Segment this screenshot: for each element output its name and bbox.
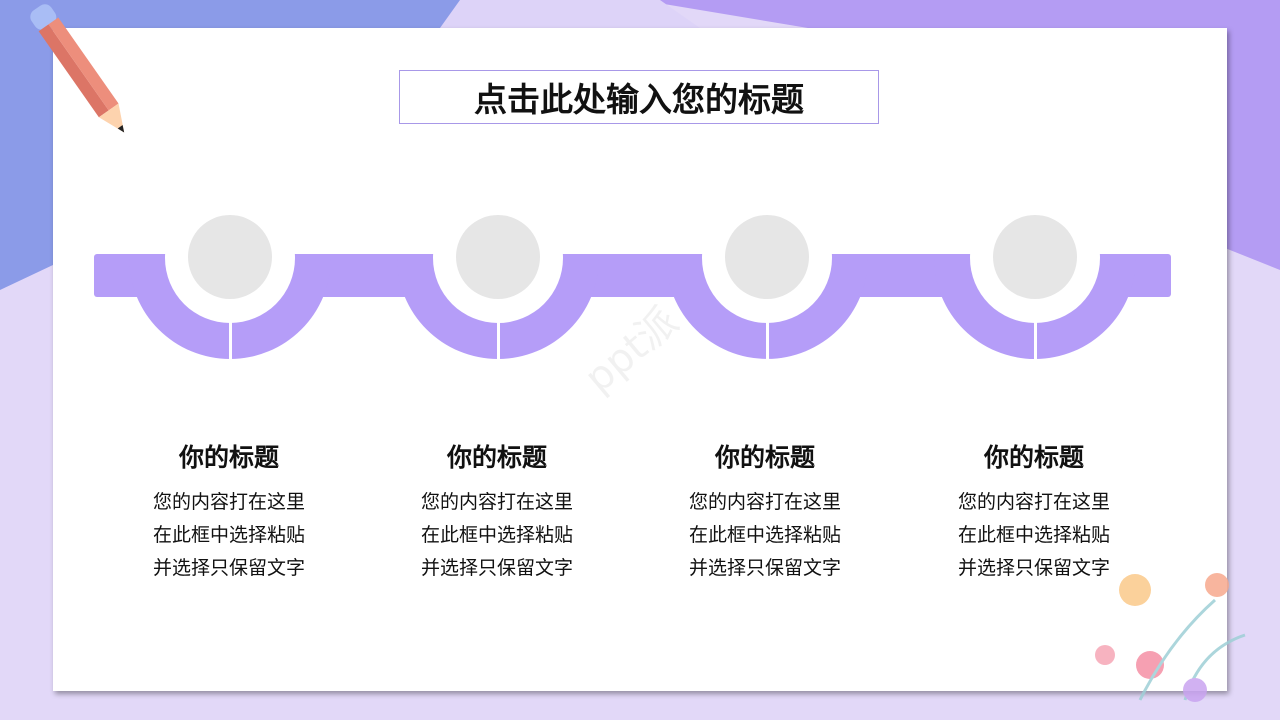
item-4: 你的标题 您的内容打在这里 在此框中选择粘贴 并选择只保留文字 [914,440,1154,585]
item-line[interactable]: 在此框中选择粘贴 [957,524,1110,546]
item-heading[interactable]: 你的标题 [446,443,547,472]
item-3: 你的标题 您的内容打在这里 在此框中选择粘贴 并选择只保留文字 [645,440,885,585]
page-title[interactable]: 点击此处输入您的标题 [399,70,879,124]
node-divider [229,318,232,362]
item-2: 你的标题 您的内容打在这里 在此框中选择粘贴 并选择只保留文字 [377,440,617,585]
item-line[interactable]: 并选择只保留文字 [152,557,305,579]
item-line[interactable]: 在此框中选择粘贴 [420,524,573,546]
item-line[interactable]: 您的内容打在这里 [957,491,1110,513]
node-circle [725,215,809,299]
flower-decoration [1095,573,1246,702]
item-line[interactable]: 在此框中选择粘贴 [152,524,305,546]
node-circle [993,215,1077,299]
item-heading[interactable]: 你的标题 [714,443,815,472]
page-title-text: 点击此处输入您的标题 [474,80,804,119]
item-line[interactable]: 并选择只保留文字 [688,557,841,579]
item-line[interactable]: 在此框中选择粘贴 [688,524,841,546]
node-divider [766,318,769,362]
item-heading[interactable]: 你的标题 [983,443,1084,472]
node-circle [456,215,540,299]
watermark: ppt派 [576,298,687,402]
item-line[interactable]: 您的内容打在这里 [420,491,573,513]
item-line[interactable]: 并选择只保留文字 [957,557,1110,579]
node-circle [188,215,272,299]
node-divider [1034,318,1037,362]
item-1: 你的标题 您的内容打在这里 在此框中选择粘贴 并选择只保留文字 [109,440,349,585]
item-line[interactable]: 您的内容打在这里 [152,491,305,513]
node-divider [497,318,500,362]
slide-card [53,28,1227,691]
pencil-icon [30,4,125,133]
timeline-band [94,254,1171,297]
item-heading[interactable]: 你的标题 [178,443,279,472]
item-line[interactable]: 您的内容打在这里 [688,491,841,513]
item-line[interactable]: 并选择只保留文字 [420,557,573,579]
